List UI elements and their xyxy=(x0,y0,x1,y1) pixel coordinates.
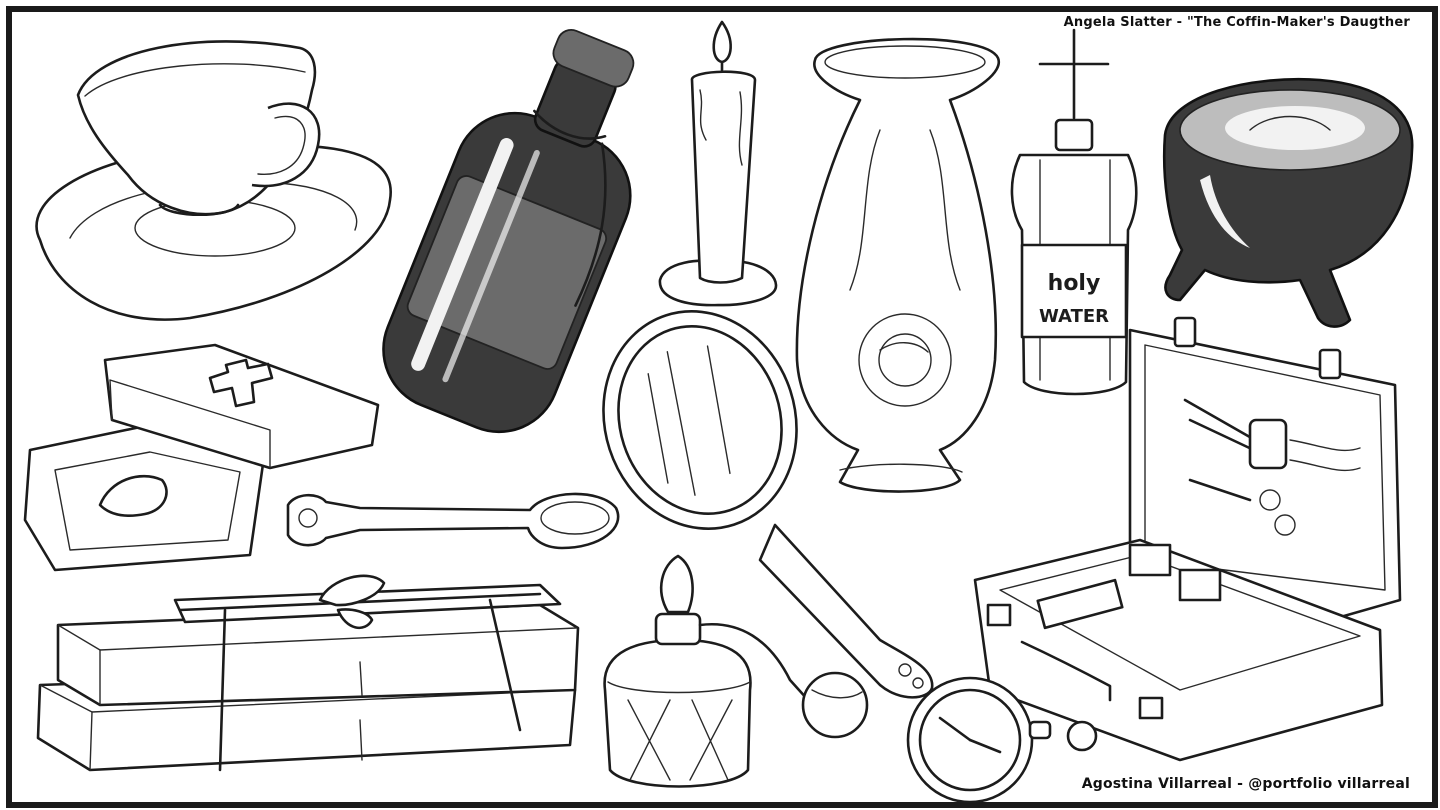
ornate-vase xyxy=(795,37,1001,493)
tool-case xyxy=(973,316,1402,762)
sheet-border xyxy=(6,6,1438,808)
holy-water-label-line1: holy xyxy=(1048,271,1101,296)
cauldron xyxy=(1162,78,1414,328)
holy-water-label-line2: WATER xyxy=(1039,306,1109,327)
sheet-title: Angela Slatter - "The Coffin-Maker's Dau… xyxy=(1063,15,1410,30)
stacked-books xyxy=(36,574,580,772)
ornate-spoon xyxy=(286,492,620,550)
perfume-atomizer xyxy=(603,554,869,788)
glass-bottle xyxy=(382,28,635,434)
holy-water-bottle: holy WATER xyxy=(1010,28,1138,396)
pocket-watch xyxy=(906,676,1098,804)
cross-box xyxy=(23,343,380,572)
hand-mirror xyxy=(602,310,934,699)
teacup-and-saucer xyxy=(35,40,392,321)
candle xyxy=(658,20,778,307)
artist-credit: Agostina Villarreal - @portfolio villarr… xyxy=(1081,776,1410,792)
